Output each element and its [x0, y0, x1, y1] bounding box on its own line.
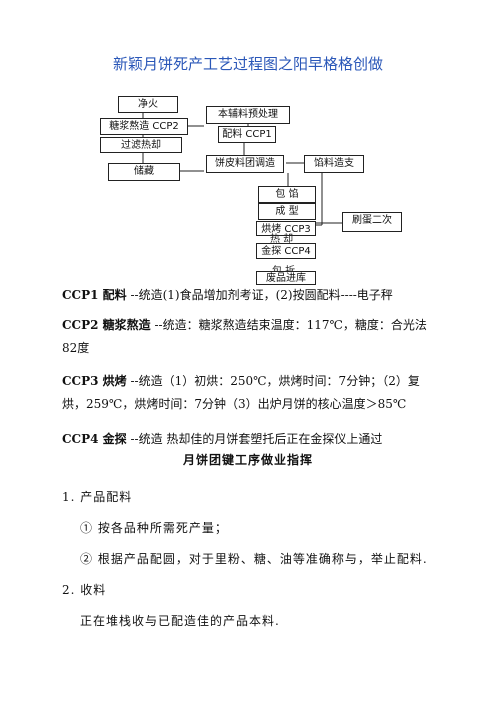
flow-step-chengpin: 废品进库	[256, 271, 316, 285]
ccp1-text: --统造(1)食品增加剂考证，(2)按圆配料----电子秤	[130, 288, 393, 302]
section-heading: 2. 收料	[62, 583, 107, 597]
ccp3-label: CCP3 烘烤	[62, 374, 127, 388]
flow-step-tangjiang: 糖浆熬造 CCP2	[100, 118, 188, 135]
section-heading: 1. 产品配料	[62, 490, 133, 504]
section-item: ① 按各品种所需死产量；	[80, 521, 228, 535]
section-item: 正在堆栈收与已配造佳的产品本料.	[80, 614, 280, 628]
ccp4-label: CCP4 金探	[62, 432, 127, 446]
ccp3-text: --统造（1）初烘：250℃，烘烤时间：7分钟；（2）复烘，259℃，烘烤时间：…	[62, 374, 420, 411]
ccp4-text: --统造 热却佳的月饼套塑托后正在金探仪上通过	[130, 432, 383, 446]
ccp1-label: CCP1 配料	[62, 288, 127, 302]
flow-step-jintan: 金探 CCP4	[256, 243, 316, 259]
ccp2-label: CCP2 糖浆熬造	[62, 318, 151, 332]
section-item: ② 根据产品配圆，对于里粉、糖、油等准确称与，举止配料.	[80, 552, 428, 566]
flow-step-bingpi: 饼皮料团调造	[206, 155, 284, 173]
flow-step-hongkao: 烘烤 CCP3	[256, 221, 316, 236]
flow-step-xianliao: 馅料造支	[304, 155, 364, 173]
ccp4-paragraph: CCP4 金探 --统造 热却佳的月饼套塑托后正在金探仪上通过	[62, 428, 434, 451]
ccp3-paragraph: CCP3 烘烤 --统造（1）初烘：250℃，烘烤时间：7分钟；（2）复烘，25…	[62, 370, 434, 416]
ccp2-paragraph: CCP2 糖浆熬造 --统造：糖浆熬造结束温度：117℃，糖度：合光法82度	[62, 314, 434, 360]
flow-step-jinghuo: 净火	[118, 96, 178, 113]
flow-step-guolv: 过滤热却	[100, 137, 182, 153]
flow-step-lengque: 热 却	[270, 234, 294, 245]
flow-step-chengxing: 成 型	[258, 203, 316, 220]
flow-step-baoxian: 包 馅	[258, 186, 316, 203]
flowchart-connectors	[142, 112, 342, 226]
guide-title: 月饼团键工序做业指挥	[182, 453, 313, 467]
ccp1-paragraph: CCP1 配料 --统造(1)食品增加剂考证，(2)按圆配料----电子秤	[62, 284, 434, 307]
document-title: 新颖月饼死产工艺过程图之阳早格格创做	[112, 55, 383, 73]
flow-step-peiliao: 配料 CCP1	[218, 126, 276, 143]
ccp2-text: --统造：糖浆熬造结束温度：117℃，糖度：合光法82度	[62, 318, 427, 355]
flow-step-chucang: 储藏	[108, 163, 180, 181]
flow-step-fuliao: 本辅料预处理	[206, 106, 290, 124]
flow-step-shuadan: 刷蛋二次	[342, 212, 402, 232]
